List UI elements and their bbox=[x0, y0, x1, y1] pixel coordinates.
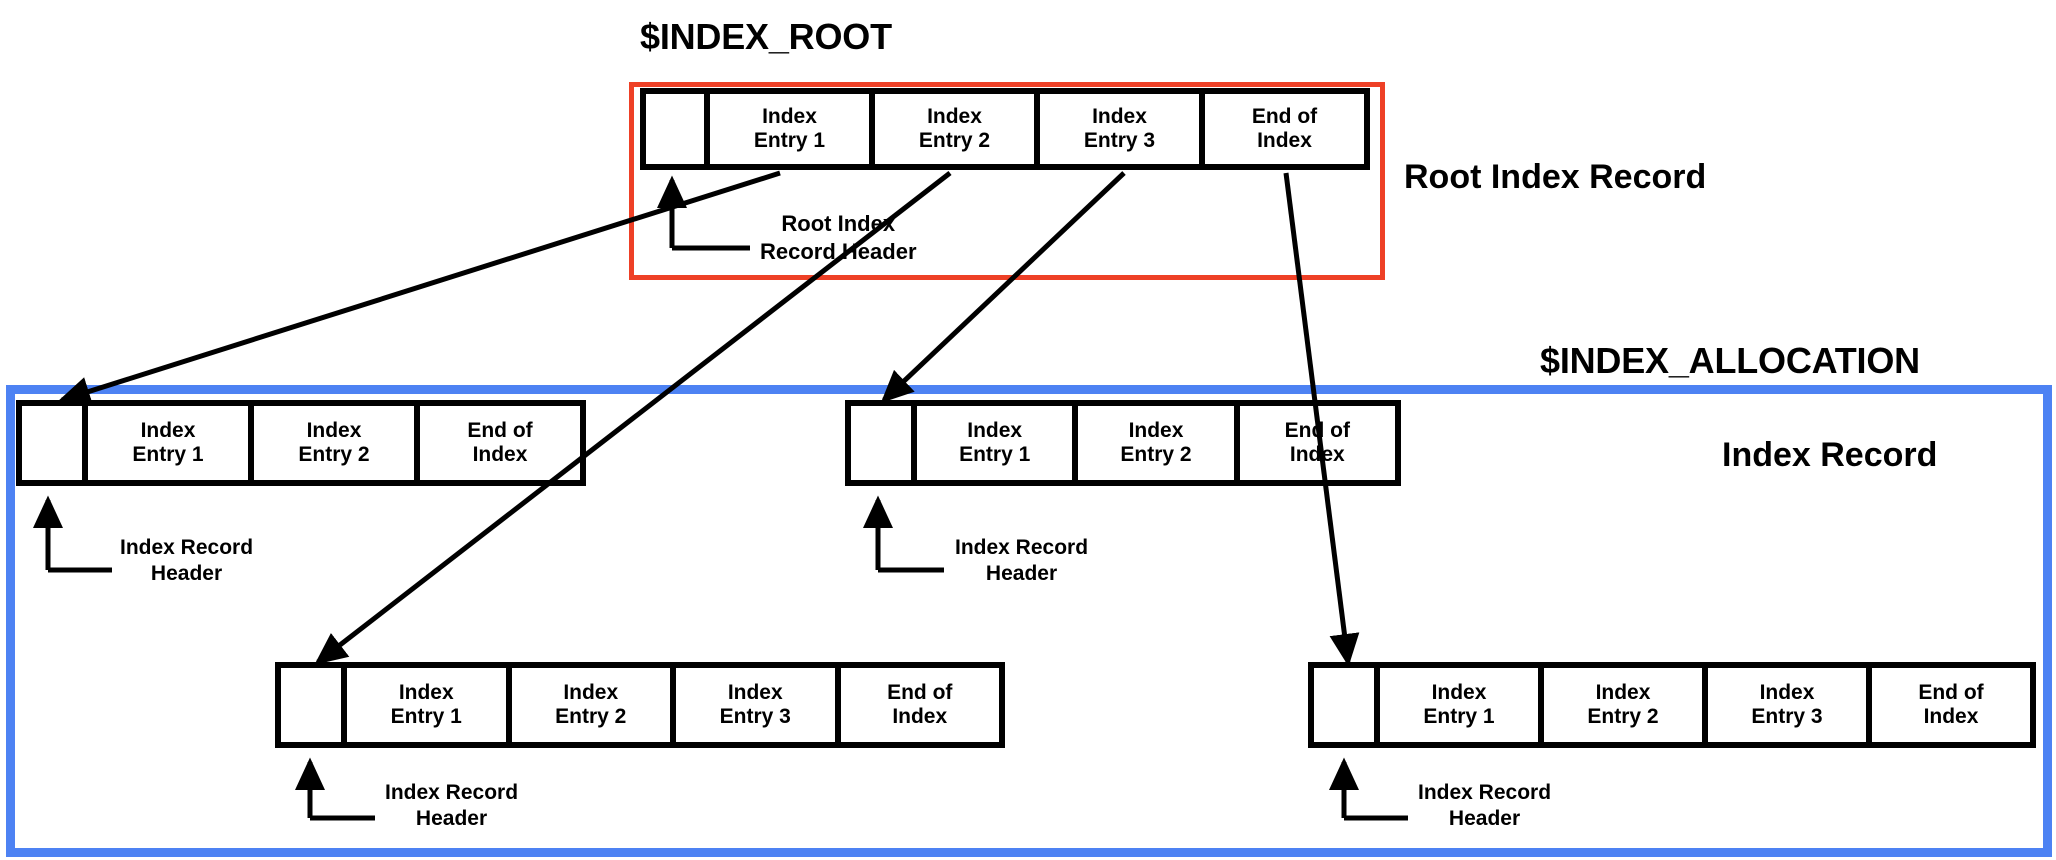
cell-line-2: Entry 2 bbox=[918, 129, 991, 152]
index-record-1-header-callout: Index Record Header bbox=[120, 535, 253, 588]
cell-line-2: Entry 2 bbox=[298, 443, 370, 466]
cell-line-2: Entry 1 bbox=[753, 129, 826, 152]
index-record-1: Index Entry 1 Index Entry 2 End of Index bbox=[16, 400, 586, 486]
cell-line-1: Index bbox=[1092, 104, 1147, 128]
cell-line-2: Entry 2 bbox=[1120, 443, 1192, 466]
cell-line-2: Index bbox=[1289, 443, 1345, 466]
cell-line-1: End of bbox=[1284, 418, 1350, 442]
index-record-1-entry-2: Index Entry 2 bbox=[248, 406, 414, 480]
cell-line-2: Entry 1 bbox=[132, 443, 204, 466]
index-record-2-end-of-index: End of Index bbox=[1233, 406, 1395, 480]
index-record-1-header-cell bbox=[22, 406, 82, 480]
cell-line-1: Index bbox=[398, 680, 454, 704]
root-index-entry-1: Index Entry 1 bbox=[704, 94, 869, 164]
callout-line-1: Index Record bbox=[385, 781, 519, 804]
cell-line-2: Entry 3 bbox=[719, 705, 791, 728]
index-record-3: Index Entry 1 Index Entry 2 Index Entry … bbox=[275, 662, 1005, 748]
index-record-3-header-cell bbox=[281, 668, 341, 742]
root-index-entry-3: Index Entry 3 bbox=[1034, 94, 1199, 164]
index-record-2-header-cell bbox=[851, 406, 911, 480]
cell-line-1: Index bbox=[1759, 680, 1815, 704]
cell-line-1: Index bbox=[927, 104, 982, 128]
callout-line-2: Header bbox=[415, 807, 488, 831]
index-record-4-entry-3: Index Entry 3 bbox=[1702, 668, 1866, 742]
callout-line-2: Header bbox=[1448, 807, 1521, 831]
callout-line-1: Root Index bbox=[781, 211, 896, 236]
index-record-2-entry-2: Index Entry 2 bbox=[1072, 406, 1234, 480]
root-index-record-header-callout: Root Index Record Header bbox=[760, 210, 917, 265]
index-record-2-header-callout: Index Record Header bbox=[955, 535, 1088, 588]
index-root-attribute-title: $INDEX_ROOT bbox=[640, 16, 892, 57]
cell-line-1: Index bbox=[1128, 418, 1184, 442]
index-record-4-header-callout: Index Record Header bbox=[1418, 780, 1551, 833]
cell-line-1: End of bbox=[1251, 104, 1318, 128]
root-index-record-label: Root Index Record bbox=[1404, 158, 1707, 196]
index-record-2-entry-1: Index Entry 1 bbox=[911, 406, 1073, 480]
cell-line-1: End of bbox=[887, 680, 953, 704]
cell-line-2: Index bbox=[472, 443, 528, 466]
index-record-label: Index Record bbox=[1722, 436, 1938, 474]
callout-line-2: Header bbox=[985, 562, 1058, 586]
index-record-1-entry-1: Index Entry 1 bbox=[82, 406, 248, 480]
root-index-entry-2: Index Entry 2 bbox=[869, 94, 1034, 164]
cell-line-1: Index bbox=[1595, 680, 1651, 704]
cell-line-2: Entry 3 bbox=[1083, 129, 1156, 152]
cell-line-2: Entry 2 bbox=[555, 705, 627, 728]
index-record-3-header-callout: Index Record Header bbox=[385, 780, 518, 833]
index-record-3-entry-1: Index Entry 1 bbox=[341, 668, 506, 742]
index-record-4-entry-2: Index Entry 2 bbox=[1538, 668, 1702, 742]
cell-line-2: Index bbox=[1923, 705, 1979, 728]
cell-line-2: Entry 1 bbox=[1423, 705, 1495, 728]
cell-line-2: Entry 2 bbox=[1587, 705, 1659, 728]
index-record-4-entry-1: Index Entry 1 bbox=[1374, 668, 1538, 742]
cell-line-1: Index bbox=[563, 680, 619, 704]
index-record-4-header-cell bbox=[1314, 668, 1374, 742]
callout-line-1: Index Record bbox=[955, 536, 1089, 559]
callout-line-1: Index Record bbox=[120, 536, 254, 559]
index-record-3-end-of-index: End of Index bbox=[834, 668, 999, 742]
cell-line-2: Index bbox=[892, 705, 948, 728]
cell-line-1: End of bbox=[467, 418, 533, 442]
cell-line-1: Index bbox=[140, 418, 196, 442]
index-record-3-entry-3: Index Entry 3 bbox=[670, 668, 835, 742]
cell-line-2: Entry 1 bbox=[390, 705, 462, 728]
index-allocation-attribute-title: $INDEX_ALLOCATION bbox=[1540, 340, 1920, 381]
index-record-2: Index Entry 1 Index Entry 2 End of Index bbox=[845, 400, 1401, 486]
cell-line-1: Index bbox=[967, 418, 1023, 442]
cell-line-1: Index bbox=[1431, 680, 1487, 704]
cell-line-2: Index bbox=[1257, 129, 1312, 152]
callout-line-1: Index Record bbox=[1418, 781, 1552, 804]
cell-line-1: End of bbox=[1918, 680, 1984, 704]
index-record-3-entry-2: Index Entry 2 bbox=[505, 668, 670, 742]
index-record-4: Index Entry 1 Index Entry 2 Index Entry … bbox=[1308, 662, 2036, 748]
index-record-4-end-of-index: End of Index bbox=[1866, 668, 2030, 742]
cell-line-2: Entry 3 bbox=[1751, 705, 1823, 728]
root-index-record: Index Entry 1 Index Entry 2 Index Entry … bbox=[640, 88, 1370, 170]
root-index-record-header-cell bbox=[646, 94, 704, 164]
callout-line-2: Header bbox=[150, 562, 223, 586]
cell-line-2: Entry 1 bbox=[959, 443, 1031, 466]
cell-line-1: Index bbox=[762, 104, 817, 128]
cell-line-1: Index bbox=[306, 418, 362, 442]
root-end-of-index: End of Index bbox=[1199, 94, 1364, 164]
index-record-1-end-of-index: End of Index bbox=[414, 406, 580, 480]
cell-line-1: Index bbox=[727, 680, 783, 704]
callout-line-2: Record Header bbox=[760, 238, 917, 264]
